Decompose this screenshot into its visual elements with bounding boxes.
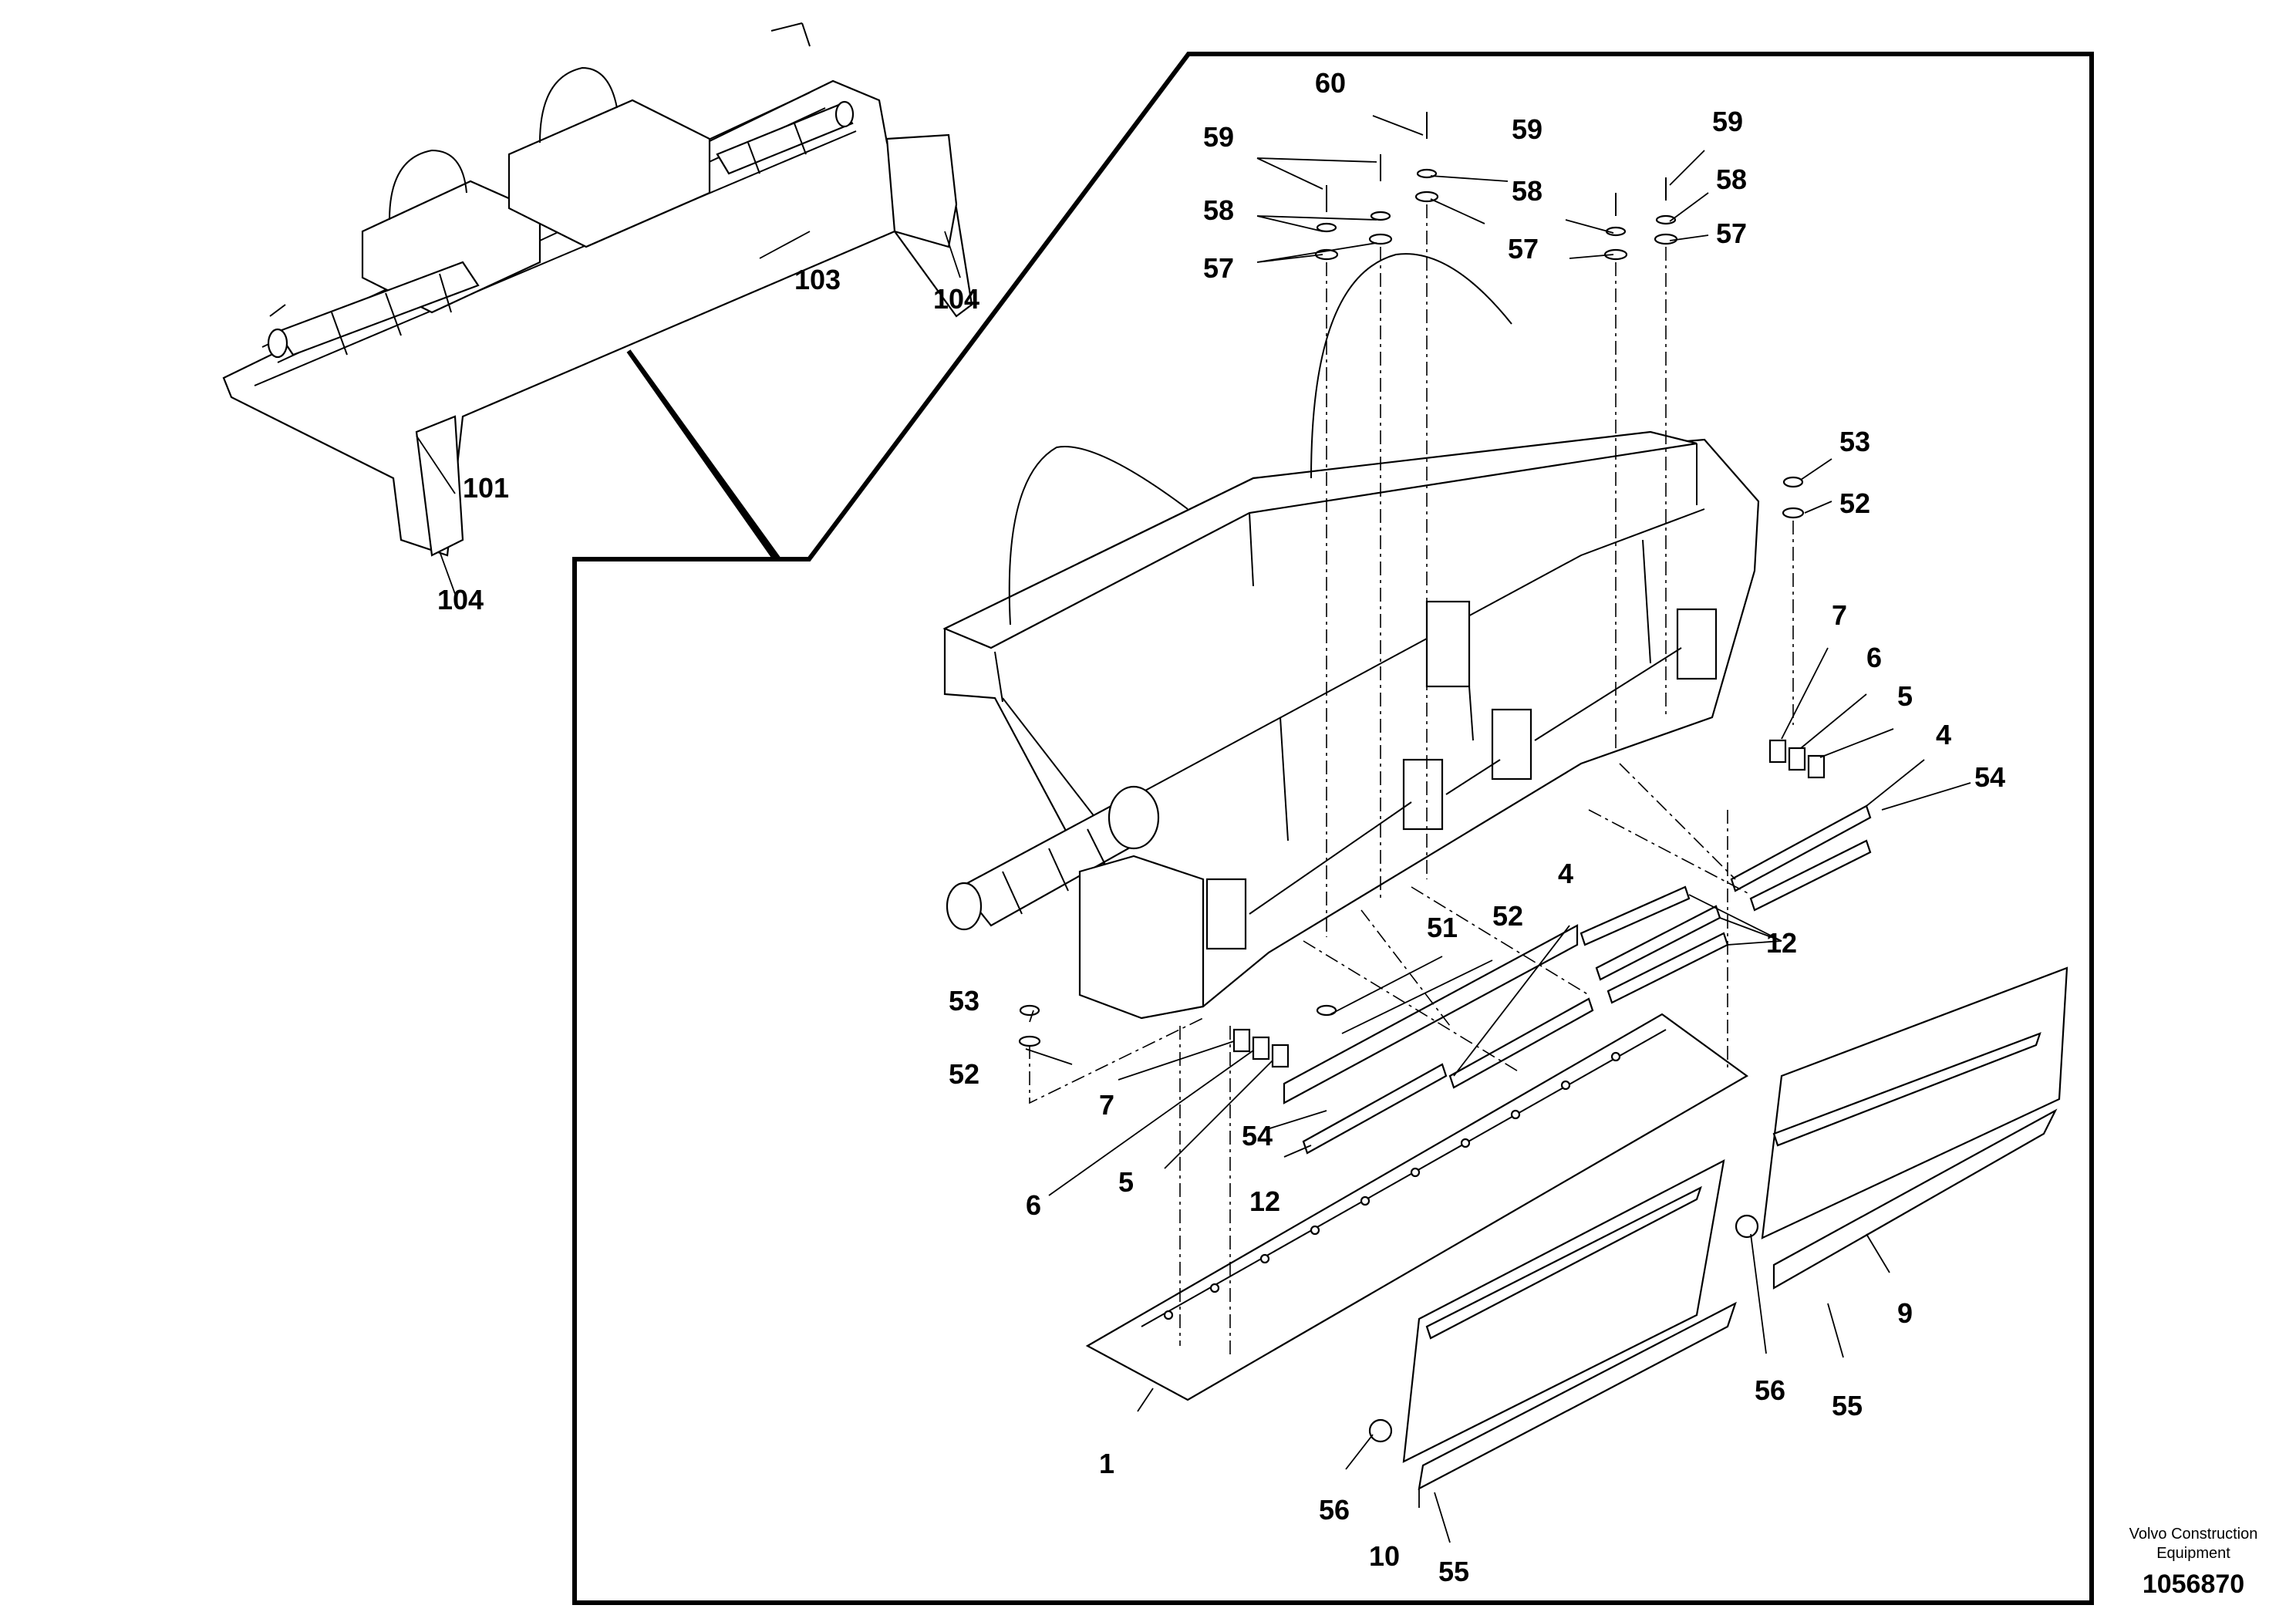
brand-line-2: Equipment bbox=[2156, 1545, 2230, 1562]
callout-59: 59 bbox=[1512, 113, 1542, 145]
callout-9: 9 bbox=[1897, 1297, 1913, 1329]
callout-58: 58 bbox=[1203, 194, 1234, 226]
assembly-axes bbox=[1029, 204, 1794, 1357]
callout-12: 12 bbox=[1249, 1185, 1280, 1217]
callout-55: 55 bbox=[1832, 1390, 1863, 1421]
callout-57: 57 bbox=[1508, 233, 1539, 265]
callout-60: 60 bbox=[1315, 67, 1346, 99]
callout-104: 104 bbox=[933, 283, 979, 315]
callout-labels: 101 103 104 104 60 59 59 59 58 58 58 57 … bbox=[437, 67, 2005, 1587]
base-plate-studs bbox=[1163, 1051, 1621, 1320]
base-plate bbox=[1085, 1013, 1749, 1401]
callout-57: 57 bbox=[1203, 252, 1234, 284]
callout-58: 58 bbox=[1716, 164, 1747, 195]
document-number: 1056870 bbox=[2143, 1570, 2244, 1599]
overview-assembly bbox=[222, 22, 973, 595]
callout-leaders bbox=[1025, 115, 1971, 1543]
callout-6: 6 bbox=[1026, 1189, 1041, 1221]
top-fasteners bbox=[1018, 112, 1805, 1047]
callout-52: 52 bbox=[949, 1058, 979, 1090]
brand-line-1: Volvo Construction bbox=[2129, 1526, 2258, 1543]
scraper-strips bbox=[1283, 804, 1872, 1155]
callout-58: 58 bbox=[1512, 175, 1542, 207]
side-plate-front bbox=[1402, 1158, 1725, 1463]
callout-12: 12 bbox=[1766, 927, 1797, 959]
knob bbox=[1735, 1214, 1759, 1239]
callout-5: 5 bbox=[1118, 1166, 1134, 1198]
callout-7: 7 bbox=[1099, 1089, 1114, 1121]
callout-53: 53 bbox=[1839, 426, 1870, 457]
callout-101: 101 bbox=[463, 472, 509, 504]
callout-55: 55 bbox=[1438, 1556, 1469, 1587]
knob bbox=[1368, 1418, 1393, 1443]
callout-5: 5 bbox=[1897, 680, 1913, 712]
callout-7: 7 bbox=[1832, 599, 1847, 631]
callout-6: 6 bbox=[1866, 642, 1882, 673]
detail-assembly bbox=[942, 253, 1760, 1020]
callout-57: 57 bbox=[1716, 218, 1747, 249]
side-plate-rear bbox=[1761, 966, 2068, 1239]
callout-103: 103 bbox=[794, 264, 841, 295]
callout-54: 54 bbox=[1974, 761, 2005, 793]
callout-1: 1 bbox=[1099, 1448, 1114, 1479]
callout-52: 52 bbox=[1839, 487, 1870, 519]
callout-104: 104 bbox=[437, 584, 484, 615]
callout-52: 52 bbox=[1492, 900, 1523, 932]
callout-59: 59 bbox=[1203, 121, 1234, 153]
zoom-wedge bbox=[628, 350, 780, 560]
callout-59: 59 bbox=[1712, 106, 1743, 137]
callout-56: 56 bbox=[1319, 1494, 1350, 1526]
callout-56: 56 bbox=[1755, 1374, 1785, 1406]
callout-10: 10 bbox=[1369, 1540, 1400, 1572]
callout-53: 53 bbox=[949, 985, 979, 1017]
shims bbox=[1232, 739, 1826, 1068]
callout-4: 4 bbox=[1936, 719, 1951, 750]
callout-4: 4 bbox=[1558, 858, 1573, 889]
callout-51: 51 bbox=[1427, 912, 1458, 943]
callout-54: 54 bbox=[1242, 1120, 1273, 1152]
